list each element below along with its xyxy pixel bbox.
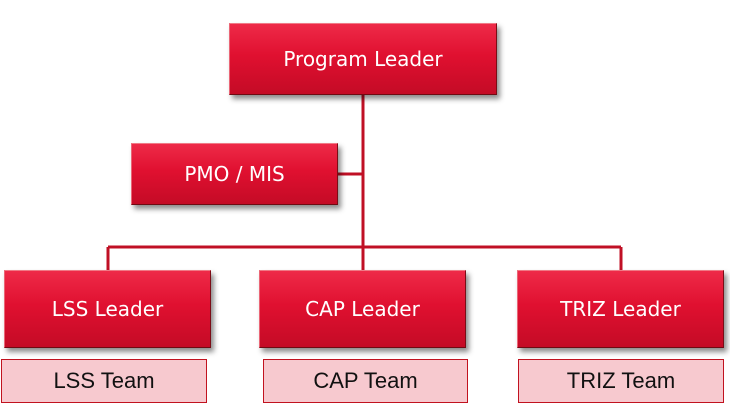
cap-team-label: CAP Team (313, 368, 418, 393)
lss-team-label: LSS Team (53, 368, 155, 393)
program-leader-label: Program Leader (283, 47, 443, 71)
triz-team-box: TRIZ Team (518, 359, 724, 403)
cap-leader-box: CAP Leader (259, 270, 466, 348)
lss-leader-label: LSS Leader (51, 297, 164, 321)
cap-team-box: CAP Team (263, 359, 468, 403)
pmo-mis-label: PMO / MIS (184, 162, 285, 186)
triz-leader-label: TRIZ Leader (560, 297, 681, 321)
program-leader-box: Program Leader (229, 23, 497, 95)
cap-leader-label: CAP Leader (305, 297, 420, 321)
triz-leader-box: TRIZ Leader (517, 270, 724, 348)
lss-leader-box: LSS Leader (4, 270, 211, 348)
pmo-mis-box: PMO / MIS (131, 143, 338, 205)
triz-team-label: TRIZ Team (566, 368, 676, 393)
lss-team-box: LSS Team (1, 359, 207, 403)
